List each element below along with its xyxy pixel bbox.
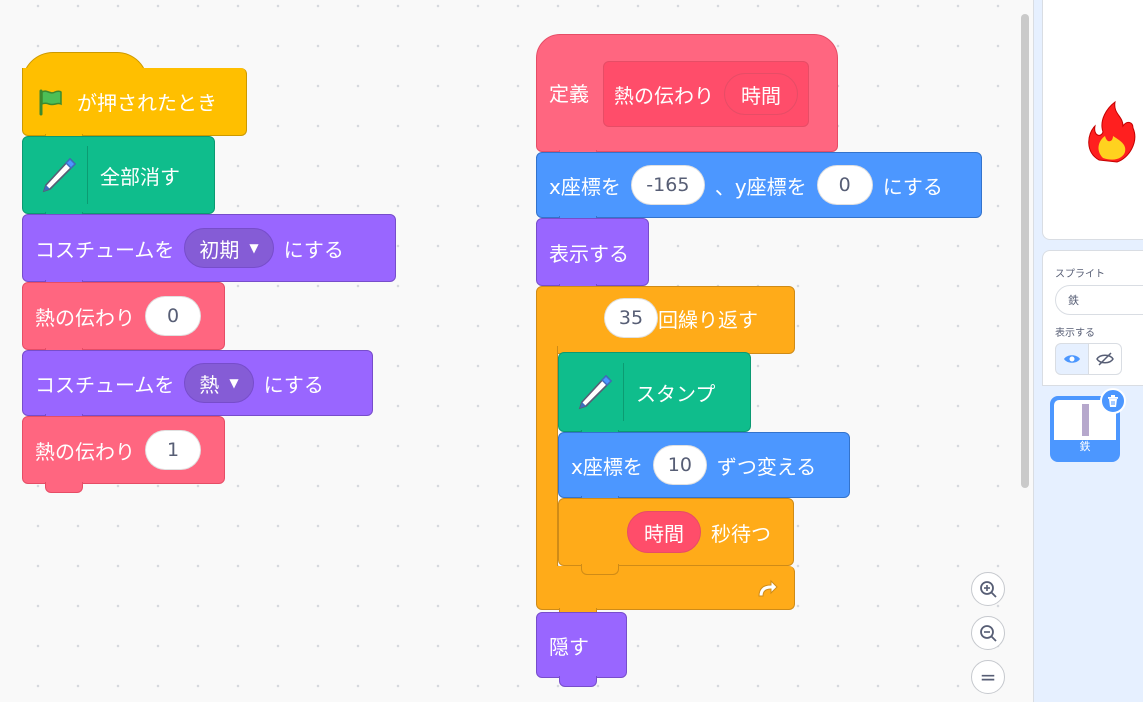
call-heat-label: 熱の伝わり (35, 439, 135, 464)
goto-x-label: x座標を (549, 174, 621, 199)
stamp-label: スタンプ (636, 381, 716, 406)
change-x-label: x座標を (571, 454, 643, 479)
switch-costume-block-2[interactable]: コスチュームを 熱 ▼ にする (22, 350, 373, 425)
repeat-block[interactable]: 35 回繰り返す (536, 286, 795, 619)
call-heat-block-1[interactable]: 熱の伝わり 0 (22, 282, 225, 359)
wait-block[interactable]: 時間 秒待つ (558, 498, 794, 575)
switch-costume-suffix: にする (263, 372, 324, 397)
zoom-out-icon (980, 625, 997, 642)
hide-label: 隠す (549, 634, 589, 659)
when-flag-label: が押されたとき (77, 91, 217, 115)
wait-param-reporter[interactable]: 時間 (627, 511, 701, 553)
sprite-label: スプライト (1055, 269, 1105, 280)
goto-y-label: 、y座標を (714, 174, 807, 199)
repeat-count-input[interactable]: 35 (604, 298, 658, 338)
repeat-arrow-icon (754, 576, 780, 606)
heat-input-1[interactable]: 0 (145, 296, 201, 336)
switch-costume-prefix: コスチュームを (35, 237, 175, 262)
wait-suffix: 秒待つ (711, 521, 771, 546)
define-label: 定義 (549, 82, 589, 106)
chevron-down-icon: ▼ (249, 241, 259, 255)
costume-dropdown-1[interactable]: 初期 ▼ (184, 228, 274, 268)
delete-sprite-button[interactable] (1100, 388, 1126, 414)
eye-slash-icon (1096, 352, 1114, 366)
repeat-label: 回繰り返す (658, 307, 758, 332)
show-block[interactable]: 表示する (536, 218, 649, 295)
green-flag-icon (35, 87, 65, 117)
right-panel: スプライト 鉄 表示する 鉄 (1033, 0, 1143, 702)
change-x-input[interactable]: 10 (652, 445, 707, 485)
when-flag-clicked-block[interactable]: が押されたとき (22, 68, 247, 145)
change-x-suffix: ずつ変える (716, 454, 817, 479)
chevron-down-icon: ▼ (229, 376, 239, 390)
costume-dropdown-2[interactable]: 熱 ▼ (184, 363, 254, 403)
zoom-in-button[interactable] (971, 572, 1005, 606)
y-input[interactable]: 0 (816, 165, 873, 205)
sprite-name-input[interactable]: 鉄 (1055, 285, 1143, 315)
sprite-name-value: 鉄 (1068, 294, 1079, 307)
workspace-scrollbar[interactable] (1021, 14, 1029, 488)
show-sprite-button[interactable] (1055, 343, 1089, 375)
goto-suffix: にする (882, 174, 943, 199)
define-block[interactable]: 定義 熱の伝わり 時間 (536, 34, 838, 161)
call-heat-block-2[interactable]: 熱の伝わり 1 (22, 416, 225, 493)
heat-input-2[interactable]: 1 (145, 430, 201, 470)
zoom-reset-button[interactable]: = (971, 660, 1005, 694)
change-x-block[interactable]: x座標を 10 ずつ変える (558, 432, 850, 507)
show-label: 表示する (549, 241, 629, 266)
fire-sprite (1088, 100, 1136, 163)
stamp-block[interactable]: スタンプ (558, 352, 751, 441)
costume-dropdown-value-2: 熱 (199, 372, 220, 397)
procedure-name: 熱の伝わり (614, 83, 714, 108)
stage-preview[interactable] (1042, 0, 1143, 240)
erase-all-block[interactable]: 全部消す (22, 136, 215, 223)
procedure-prototype[interactable]: 熱の伝わり 時間 (603, 61, 809, 127)
trash-icon (1108, 395, 1118, 407)
erase-all-label: 全部消す (100, 164, 180, 189)
hide-sprite-button[interactable] (1088, 343, 1122, 375)
sprite-info-panel: スプライト 鉄 表示する (1042, 250, 1143, 386)
switch-costume-prefix: コスチュームを (35, 372, 175, 397)
go-to-xy-block[interactable]: x座標を -165 、y座標を 0 にする (536, 152, 982, 227)
code-workspace[interactable]: が押されたとき 全部消す コスチュームを 初期 ▼ にする 熱の伝わり 0 コス… (0, 0, 1033, 702)
zoom-reset-icon: = (979, 665, 997, 689)
sprite-tile-label: 鉄 (1079, 440, 1091, 453)
costume-dropdown-value-1: 初期 (199, 237, 240, 262)
x-input[interactable]: -165 (630, 165, 705, 205)
zoom-in-icon (980, 581, 997, 598)
zoom-out-button[interactable] (971, 616, 1005, 650)
switch-costume-suffix: にする (283, 237, 344, 262)
eye-icon (1064, 355, 1080, 363)
pen-icon (29, 146, 88, 204)
hide-block[interactable]: 隠す (536, 612, 627, 687)
sprite-list: 鉄 (1042, 388, 1143, 702)
param-reporter[interactable]: 時間 (724, 73, 798, 115)
call-heat-label: 熱の伝わり (35, 305, 135, 330)
switch-costume-block-1[interactable]: コスチュームを 初期 ▼ にする (22, 214, 396, 291)
pen-icon (565, 363, 624, 421)
show-toggle-label: 表示する (1055, 328, 1095, 339)
